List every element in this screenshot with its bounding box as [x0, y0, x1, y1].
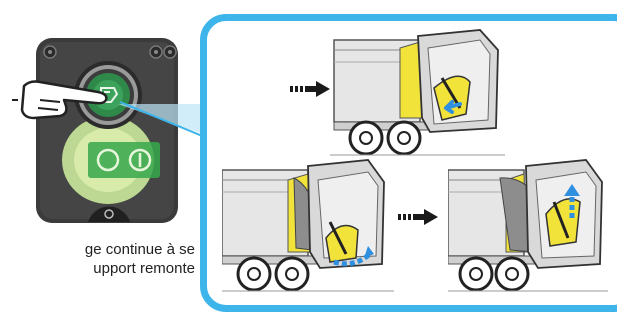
screw-icon	[150, 46, 162, 58]
screw-icon	[44, 46, 56, 58]
dashed-right-arrow-icon	[398, 209, 440, 225]
pointing-hand-icon	[0, 70, 120, 130]
truck-illustration-step-2	[222, 158, 394, 293]
dashed-right-arrow-icon	[290, 81, 332, 97]
caption-line-2: upport remonte	[0, 259, 195, 278]
truck-illustration-step-3	[448, 158, 608, 293]
caption-line-1: ge continue à se	[0, 240, 195, 259]
truck-illustration-step-1	[330, 28, 505, 158]
screw-icon	[164, 46, 176, 58]
caption-text: ge continue à se upport remonte	[0, 240, 195, 278]
